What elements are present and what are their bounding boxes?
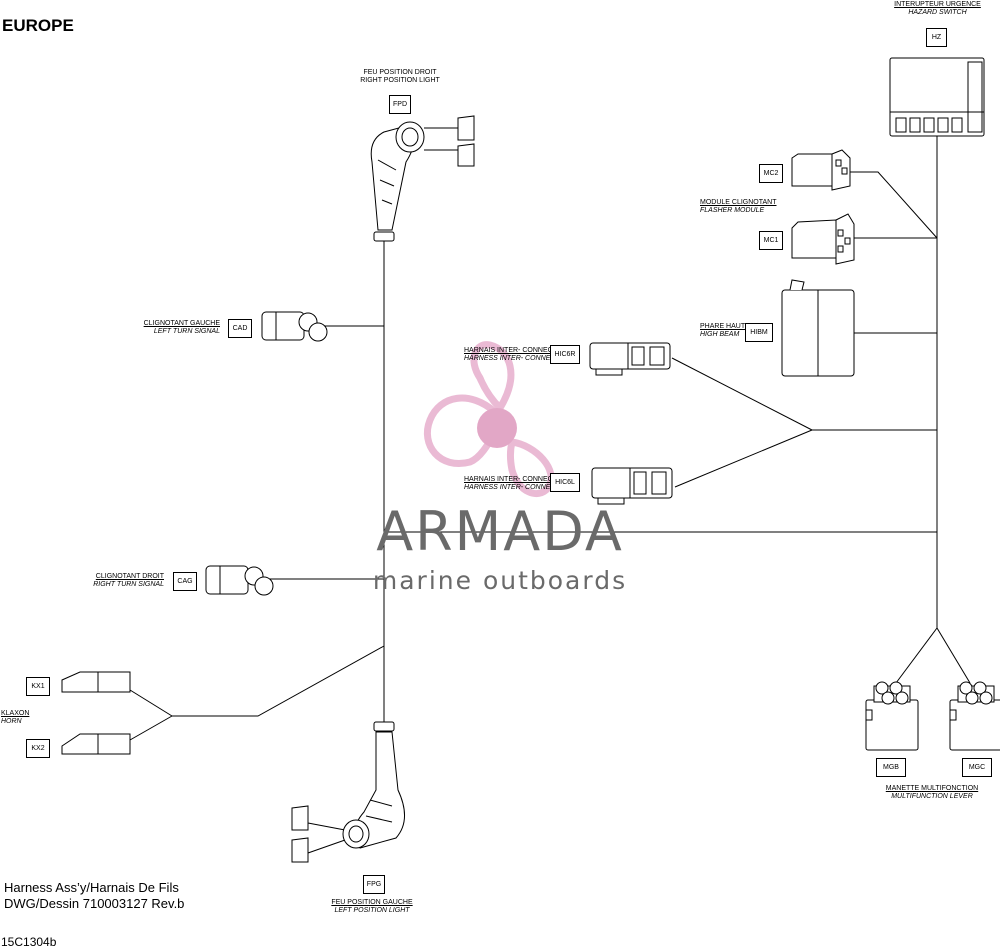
- horn-kx1-tag: KX1: [26, 677, 50, 696]
- hazard-switch-drawing: [889, 57, 985, 137]
- hazard-switch-tag: HZ: [926, 28, 947, 47]
- horn-kx1-drawing: [61, 671, 131, 693]
- right-turn-signal-label-fr: CLIGNOTANT DROIT: [95, 573, 164, 580]
- interconnect-l-tag: HIC6L: [550, 473, 580, 492]
- hic6l-wire: [674, 429, 813, 488]
- multifunction-lever-mgc-tag: MGC: [962, 758, 992, 777]
- hazard-switch-label-en: HAZARD SWITCH: [908, 9, 967, 16]
- left-position-light-label-en: LEFT POSITION LIGHT: [334, 907, 410, 914]
- hazard-switch-label-fr: INTERUPTEUR URGENCE: [894, 1, 981, 8]
- flasher-module-label-fr: MODULE CLIGNOTANT: [700, 199, 777, 206]
- high-beam-label-fr: PHARE HAUT: [700, 323, 746, 330]
- watermark-title: ARMADA: [376, 500, 624, 563]
- flasher-module-mc2-tag: MC2: [759, 164, 783, 183]
- flasher-module-mc1-tag: MC1: [759, 231, 783, 250]
- multifunction-lever-label: MANETTE MULTIFONCTION MULTIFUNCTION LEVE…: [870, 785, 994, 801]
- mgc-connector-drawing: [949, 681, 1000, 751]
- flasher-module-label-en: FLASHER MODULE: [700, 207, 765, 214]
- watermark-subtitle: marine outboards: [372, 566, 628, 595]
- left-position-light-label: FEU POSITION GAUCHE LEFT POSITION LIGHT: [312, 899, 432, 915]
- drawing-reference: 15C1304b: [1, 935, 57, 949]
- drawing-number: DWG/Dessin 710003127 Rev.b: [4, 896, 185, 911]
- fpg-lead-2: [307, 839, 346, 854]
- right-position-light-label-fr: FEU POSITION DROIT: [363, 69, 437, 76]
- horn-label-en: HORN: [1, 718, 22, 725]
- left-turn-signal-tag: CAD: [228, 319, 252, 338]
- flasher-module-mc2-drawing: [791, 149, 851, 191]
- interconnect-l-label-fr: HARNAIS INTER- CONNECT: [464, 476, 557, 483]
- interconnect-r-label: HARNAIS INTER- CONNECT HARNESS INTER- CO…: [464, 347, 560, 363]
- hazard-switch-label: INTERUPTEUR URGENCE HAZARD SWITCH: [880, 1, 995, 17]
- interconnect-l-label: HARNAIS INTER- CONNECT HARNESS INTER- CO…: [464, 476, 560, 492]
- kx2-wire: [129, 715, 173, 741]
- mc2-wire: [848, 171, 938, 239]
- kx1-wire: [129, 689, 173, 717]
- interconnect-l-label-en: HARNESS INTER- CONNECT: [464, 484, 560, 491]
- horn-kx2-tag: KX2: [26, 739, 50, 758]
- mgb-connector-drawing: [865, 681, 919, 751]
- right-position-light-label-en: RIGHT POSITION LIGHT: [360, 77, 440, 84]
- high-beam-tag: HIBM: [745, 323, 773, 342]
- fpg-lead-1: [307, 822, 346, 831]
- flasher-module-label: MODULE CLIGNOTANT FLASHER MODULE: [700, 199, 777, 215]
- left-position-light-label-fr: FEU POSITION GAUCHE: [331, 899, 413, 906]
- interconnect-r-label-fr: HARNAIS INTER- CONNECT: [464, 347, 557, 354]
- right-position-light-label: FEU POSITION DROIT RIGHT POSITION LIGHT: [340, 69, 460, 85]
- multifunction-lever-mgb-tag: MGB: [876, 758, 906, 777]
- cag-connector-drawing: [205, 565, 274, 596]
- left-turn-signal-label-fr: CLIGNOTANT GAUCHE: [143, 320, 220, 327]
- horn-label-fr: KLAXON: [1, 710, 30, 717]
- cad-connector-drawing: [261, 311, 328, 342]
- left-turn-signal-label-en: LEFT TURN SIGNAL: [153, 328, 220, 335]
- mgc-wire: [936, 627, 971, 684]
- interconnect-r-label-en: HARNESS INTER- CONNECT: [464, 355, 560, 362]
- multifunction-lever-label-en: MULTIFUNCTION LEVER: [891, 793, 973, 800]
- horn-label: KLAXON HORN: [1, 710, 29, 726]
- left-turn-signal-label: CLIGNOTANT GAUCHE LEFT TURN SIGNAL: [120, 320, 220, 336]
- high-beam-label-en: HIGH BEAM: [700, 331, 740, 338]
- high-beam-drawing: [781, 279, 855, 377]
- interconnect-l-drawing: [591, 467, 673, 505]
- region-title: EUROPE: [2, 16, 74, 35]
- right-turn-signal-label-en: RIGHT TURN SIGNAL: [93, 581, 164, 588]
- hic6r-wire: [671, 357, 813, 431]
- high-beam-label: PHARE HAUT HIGH BEAM: [700, 323, 745, 339]
- multifunction-lever-label-fr: MANETTE MULTIFONCTION: [885, 785, 979, 792]
- right-turn-signal-label: CLIGNOTANT DROIT RIGHT TURN SIGNAL: [64, 573, 164, 589]
- horn-branch-wire: [172, 645, 385, 717]
- horn-kx2-drawing: [61, 733, 131, 755]
- mgb-wire: [895, 627, 938, 684]
- drawing-title: Harness Ass’y/Harnais De Fils: [4, 880, 179, 895]
- interconnect-r-tag: HIC6R: [550, 345, 580, 364]
- flasher-module-mc1-drawing: [791, 213, 855, 265]
- watermark-logo: [423, 341, 555, 497]
- interconnect-r-drawing: [589, 342, 671, 376]
- right-position-light-drawing: [370, 115, 475, 242]
- right-position-light-tag: FPD: [389, 95, 411, 114]
- left-position-light-drawing: [291, 721, 405, 863]
- left-position-light-tag: FPG: [363, 875, 385, 894]
- right-turn-signal-tag: CAG: [173, 572, 197, 591]
